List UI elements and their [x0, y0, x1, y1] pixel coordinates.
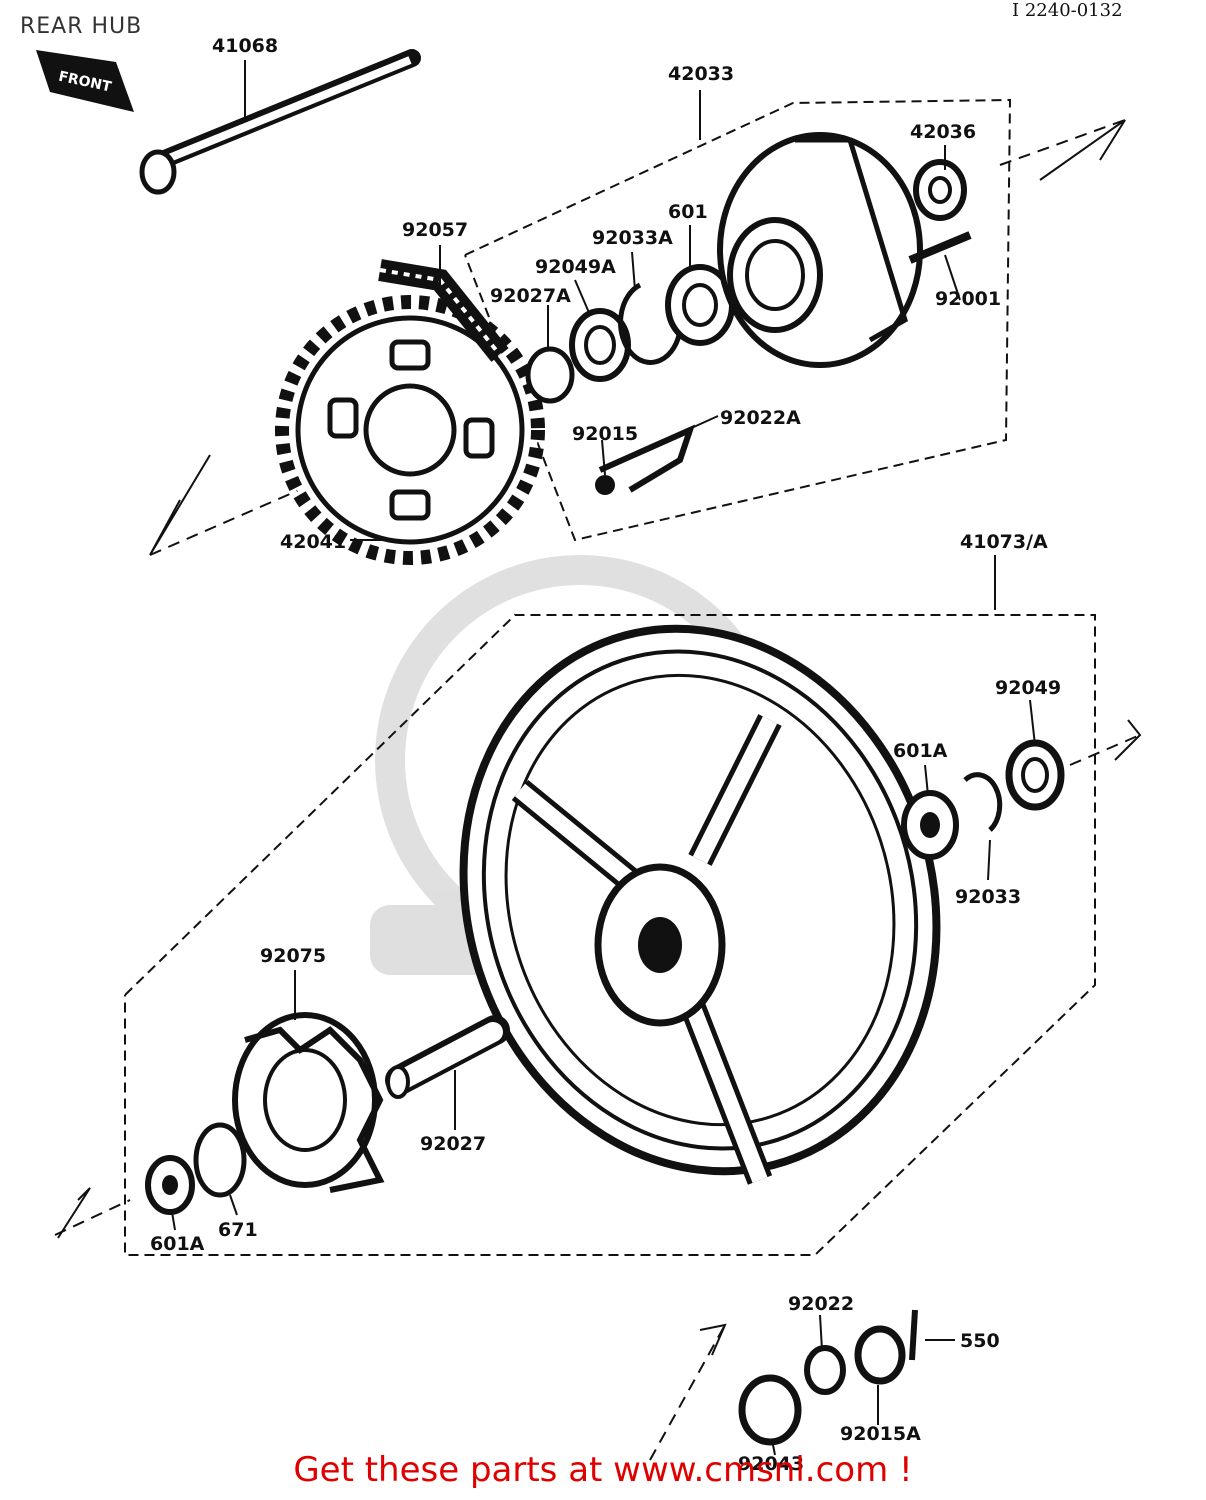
collar-92027A	[525, 346, 575, 404]
part-label-92001: 92001	[935, 288, 1001, 310]
part-labels: 41068 42033 42036 92057 601 92033A 92049…	[150, 35, 1061, 1475]
wheel-assembly-frame	[54, 614, 1142, 1256]
part-label-42041: 42041	[280, 531, 346, 553]
circlip-92033	[963, 772, 1003, 832]
bearing-601A-right	[901, 790, 959, 860]
part-label-42036: 42036	[910, 121, 976, 143]
part-label-601a-right: 601A	[893, 740, 948, 762]
part-label-92022: 92022	[788, 1293, 854, 1315]
stud-92001	[908, 231, 972, 264]
collar-42036	[913, 159, 967, 221]
part-label-92049: 92049	[995, 677, 1061, 699]
cms-parts-link[interactable]: Get these parts at www.cmsnl.com !	[293, 1450, 913, 1490]
part-label-92057: 92057	[402, 219, 468, 241]
spacer-92027	[385, 1015, 510, 1099]
part-label-92075: 92075	[260, 945, 326, 967]
rear-sprocket	[275, 295, 545, 565]
part-label-92022a: 92022A	[720, 407, 801, 429]
hub-assembly-frame	[149, 98, 1126, 556]
bearing-601	[665, 264, 735, 346]
part-label-550: 550	[960, 1330, 1000, 1352]
o-ring-671	[193, 1122, 247, 1198]
part-label-92033: 92033	[955, 886, 1021, 908]
axle	[139, 49, 421, 195]
part-label-92033a: 92033A	[592, 227, 673, 249]
adjuster-bracket	[595, 424, 695, 495]
part-label-92027: 92027	[420, 1133, 486, 1155]
sprocket-coupling-hub	[717, 132, 923, 368]
axle-nut-set	[649, 1309, 918, 1461]
part-label-92015: 92015	[572, 423, 638, 445]
hub-damper	[232, 1012, 385, 1193]
oil-seal-92049	[1005, 739, 1065, 811]
leader-lines	[171, 60, 1036, 1456]
part-label-41073a: 41073/A	[960, 531, 1048, 553]
part-label-42033: 42033	[668, 63, 734, 85]
part-label-92043: 92043	[738, 1453, 804, 1475]
part-label-92049a: 92049A	[535, 256, 616, 278]
circlip-92033A	[618, 282, 683, 365]
diagram-reference-code: I 2240-0132	[1012, 0, 1123, 21]
part-label-671: 671	[218, 1219, 258, 1241]
part-label-601: 601	[668, 201, 708, 223]
front-direction-badge: FRONT	[36, 50, 134, 112]
page-title: REAR HUB	[20, 14, 143, 39]
part-label-92027a: 92027A	[490, 285, 571, 307]
part-label-601a-left: 601A	[150, 1233, 205, 1255]
bearing-601A-left	[145, 1155, 195, 1215]
part-label-92015a: 92015A	[840, 1423, 921, 1445]
part-label-41068: 41068	[212, 35, 278, 57]
